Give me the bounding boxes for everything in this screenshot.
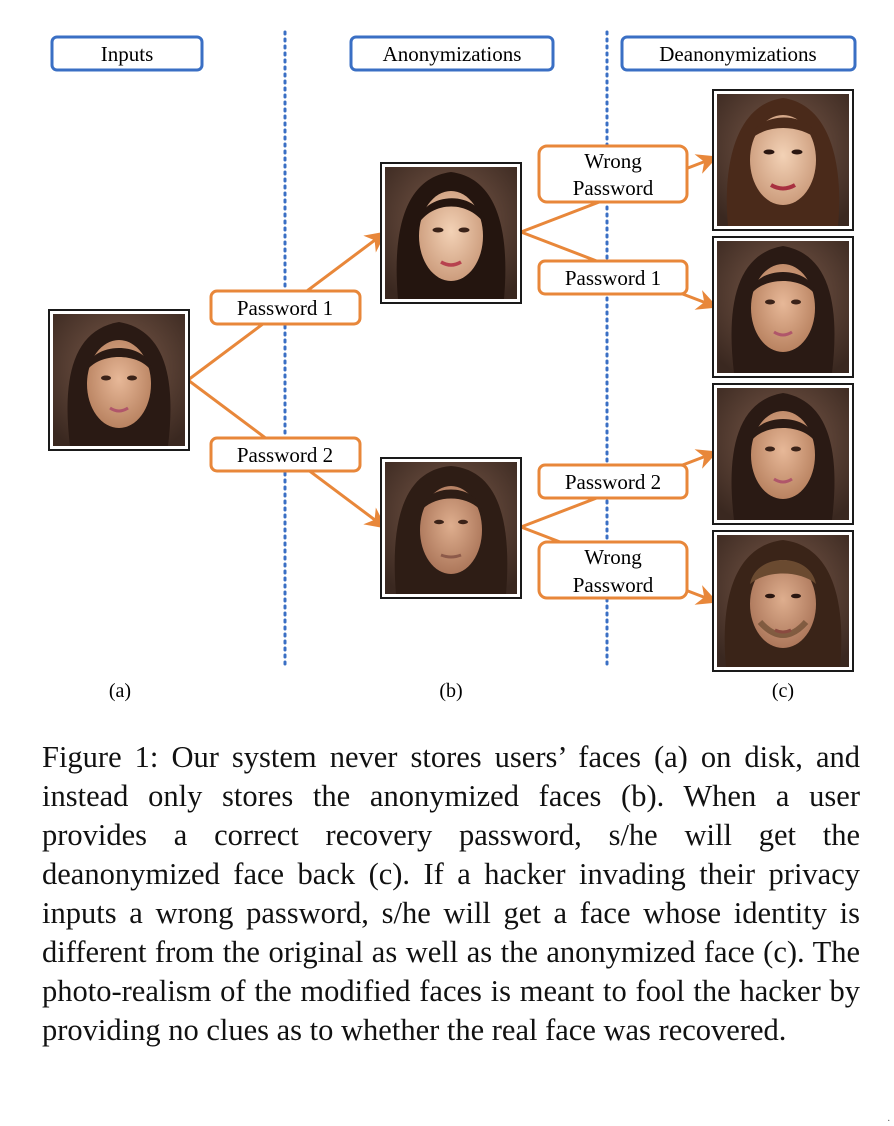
figure-1-diagram: Inputs Anonymizations Deanonymizations P… [48, 30, 857, 702]
label-a-to-b2-text: Password 2 [237, 443, 333, 467]
label-b1-wrong-line1: Wrong [584, 149, 642, 173]
figure-caption: Figure 1: Our system never stores users’… [42, 740, 860, 1047]
header-inputs-label: Inputs [101, 42, 154, 66]
label-b1-wrong-line2: Password [573, 176, 654, 200]
header-inputs: Inputs [50, 35, 204, 72]
header-deanonymizations-label: Deanonymizations [659, 42, 816, 66]
deanonymized-correct-face-2 [712, 383, 854, 525]
input-face [48, 309, 190, 451]
label-b2-wrong: Wrong Password [537, 540, 689, 600]
header-deanonymizations: Deanonymizations [620, 35, 857, 72]
label-b2-correct-text: Password 2 [565, 470, 661, 494]
subfigure-label-b: (b) [439, 680, 462, 702]
label-b1-correct: Password 1 [537, 259, 689, 296]
header-anonymizations-label: Anonymizations [383, 42, 522, 66]
label-b2-correct: Password 2 [537, 463, 689, 500]
label-b1-correct-text: Password 1 [565, 266, 661, 290]
label-a-to-b1-text: Password 1 [237, 296, 333, 320]
subfigure-label-a: (a) [109, 680, 131, 702]
corner-mark: . [887, 1113, 891, 1124]
label-b2-wrong-line1: Wrong [584, 545, 642, 569]
deanonymized-correct-face-1 [712, 236, 854, 378]
deanonymized-wrong-face-2 [712, 530, 854, 672]
subfigure-label-c: (c) [772, 680, 794, 702]
header-anonymizations: Anonymizations [349, 35, 555, 72]
anonymized-face-2 [380, 457, 522, 599]
label-a-to-b1: Password 1 [209, 289, 362, 326]
deanonymized-wrong-face-1 [712, 89, 854, 231]
label-a-to-b2: Password 2 [209, 436, 362, 473]
label-b1-wrong: Wrong Password [537, 144, 689, 204]
label-b2-wrong-line2: Password [573, 573, 654, 597]
anonymized-face-1 [380, 162, 522, 304]
